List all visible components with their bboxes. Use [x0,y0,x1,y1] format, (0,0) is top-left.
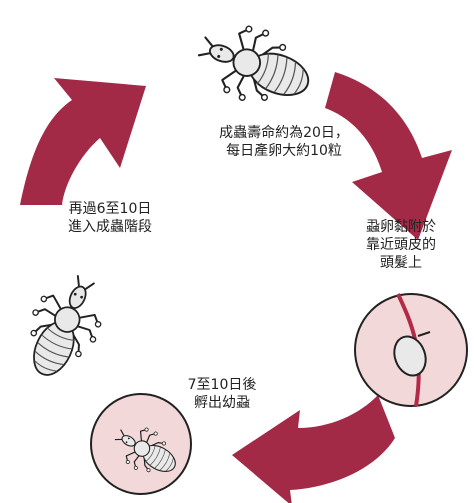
nymph-caption-line1: 再過6至10日 [68,201,152,217]
adult-caption-line2: 每日產卵大約10粒 [226,143,342,159]
nymph-louse-icon [9,264,118,390]
egg-caption-line3: 頭髮上 [380,255,422,271]
egg-caption-line2: 靠近頭皮的 [366,237,436,253]
adult-louse-icon [188,10,322,121]
hatch-caption: 7至10日後 孵出幼蝨 [166,376,278,412]
cycle-arrow-icon [20,72,452,503]
egg-caption-line1: 蝨卵黏附於 [366,219,436,235]
nymph-caption: 再過6至10日 進入成蟲階段 [48,200,172,236]
hatch-caption-line2: 孵出幼蝨 [194,395,250,411]
young-louse-icon [90,393,192,495]
hatch-caption-line1: 7至10日後 [187,377,257,393]
nymph-caption-line2: 進入成蟲階段 [68,219,152,235]
egg-on-hair-icon [354,293,468,407]
adult-caption: 成蟲壽命約為20日， 每日產卵大約10粒 [192,124,376,160]
adult-caption-line1: 成蟲壽命約為20日， [219,125,349,141]
egg-caption: 蝨卵黏附於 靠近頭皮的 頭髮上 [346,218,456,272]
